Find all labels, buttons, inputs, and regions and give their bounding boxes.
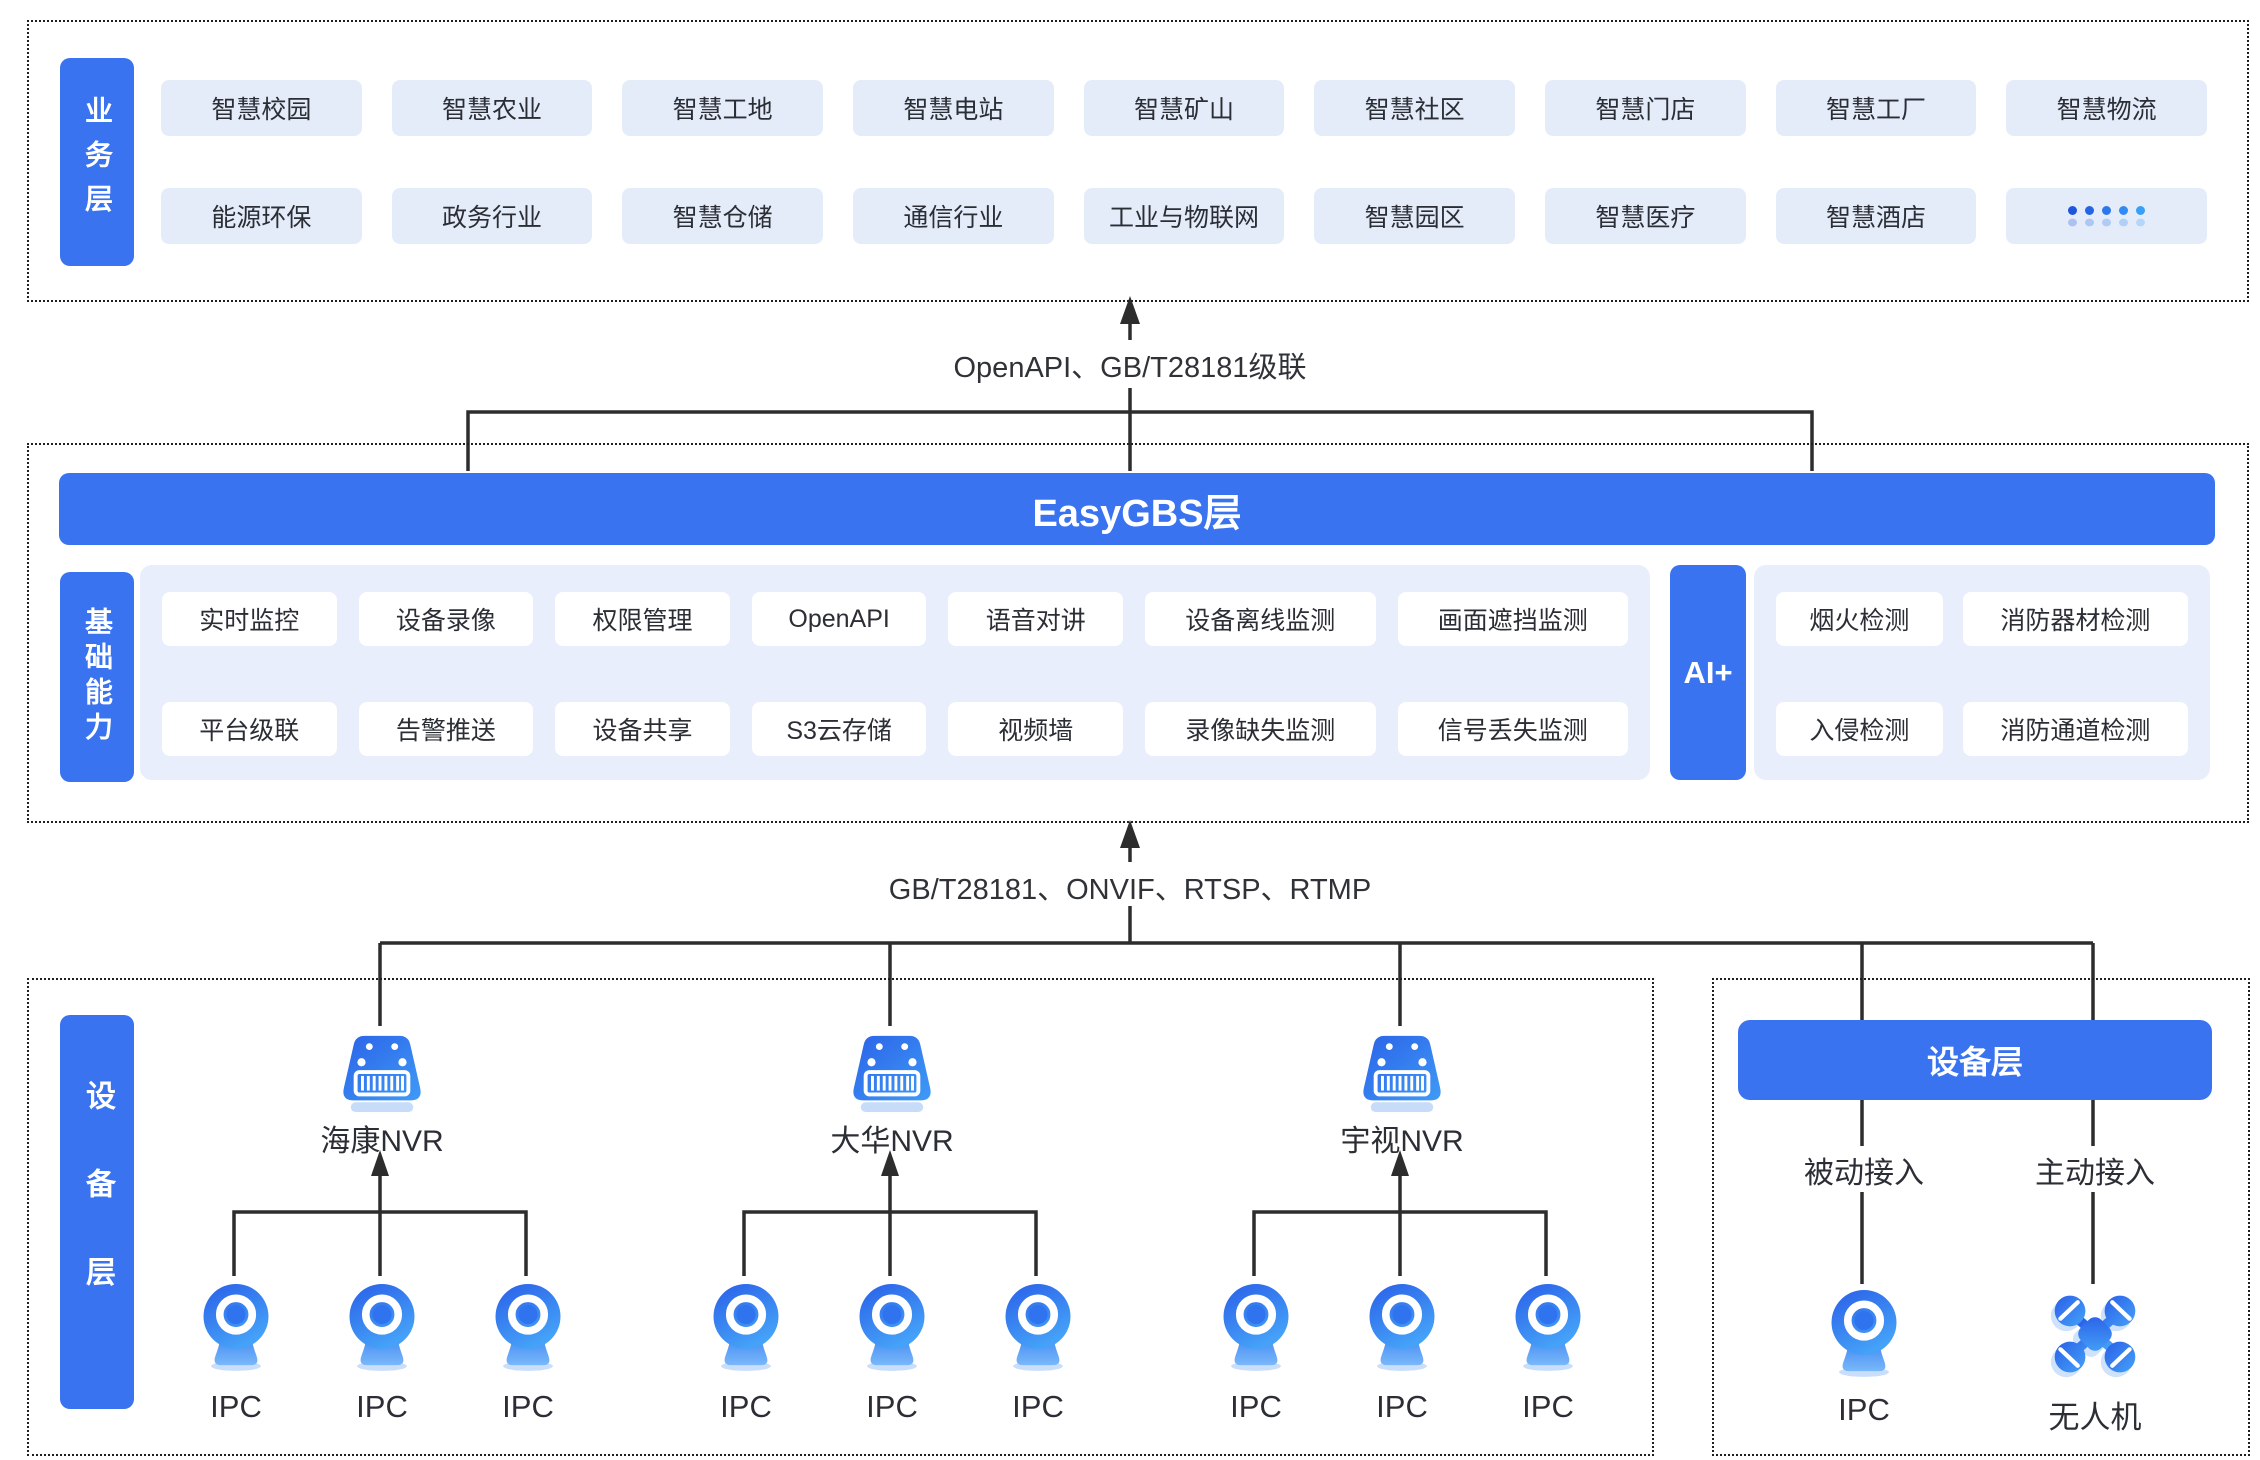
- device-layer-box: 设备层 海康NVR: [27, 978, 1654, 1456]
- capability-chip: 信号丢失监测: [1397, 702, 1628, 756]
- nvr-name: 宇视NVR: [1340, 1125, 1464, 1158]
- easygbs-top-bracket: [466, 410, 1814, 471]
- capability-chip: 权限管理: [555, 592, 730, 646]
- openapi-cascade-link-label: OpenAPI、GB/T28181级联: [953, 352, 1307, 384]
- industry-chip: 智慧矿山: [1083, 80, 1285, 136]
- drone-icon: [1985, 1286, 2205, 1382]
- more-dots-reflection: [2068, 218, 2146, 226]
- industry-chip: 智慧工厂: [1775, 80, 1977, 136]
- passive-device-label: IPC: [1838, 1392, 1890, 1427]
- nvr2-arrowhead: [881, 1150, 899, 1176]
- industry-chip: 智慧园区: [1314, 188, 1515, 244]
- nvr-group-uniview: 宇视NVR IPC IPC IPC: [1202, 1032, 1602, 1432]
- active-device-label: 无人机: [2048, 1400, 2142, 1435]
- capability-chip: 设备离线监测: [1145, 592, 1376, 646]
- ipc-label: IPC: [866, 1389, 918, 1424]
- ipc-row: IPC IPC IPC: [692, 1280, 1092, 1425]
- business-layer-box: 业务层 智慧校园智慧农业智慧工地智慧电站智慧矿山智慧社区智慧门店智慧工厂智慧物流…: [27, 20, 2249, 302]
- ipc-label: IPC: [356, 1389, 408, 1424]
- more-industries-chip: [2006, 188, 2207, 244]
- industry-chip: 能源环保: [161, 188, 362, 244]
- ipc-camera-icon: [193, 1280, 279, 1377]
- nvr-group-dahua: 大华NVR IPC IPC IPC: [692, 1032, 1092, 1432]
- ipc-label: IPC: [720, 1389, 772, 1424]
- ipc-label: IPC: [1012, 1389, 1064, 1424]
- ipc-camera-icon: [703, 1280, 789, 1377]
- basic-capability-label: 基础能力: [60, 572, 134, 782]
- industry-chip: 智慧物流: [2006, 80, 2207, 136]
- capability-chip: 语音对讲: [948, 592, 1124, 646]
- industry-chip: 智慧仓储: [622, 188, 823, 244]
- nvr1-arrowhead: [371, 1150, 389, 1176]
- nvr-name: 海康NVR: [320, 1125, 444, 1158]
- capability-chip: 视频墙: [948, 702, 1124, 756]
- nvr-group-hikvision: 海康NVR IPC IPC IPC: [182, 1032, 582, 1432]
- capability-chip: OpenAPI: [751, 592, 927, 646]
- business-chip-grid: 智慧校园智慧农业智慧工地智慧电站智慧矿山智慧社区智慧门店智慧工厂智慧物流 能源环…: [161, 80, 2207, 244]
- access-device-box: 设备层 被动接入 IPC 主动接入: [1712, 978, 2250, 1456]
- capability-chip: 录像缺失监测: [1145, 702, 1376, 756]
- ipc-label: IPC: [1522, 1389, 1574, 1424]
- more-dots-icon: [2068, 205, 2146, 215]
- capability-panel: 实时监控设备录像权限管理 OpenAPI 语音对讲设备离线监测画面遮挡监测 平台级联…: [140, 565, 1650, 780]
- industry-chip: 智慧酒店: [1775, 188, 1977, 244]
- industry-chip: 工业与物联网: [1083, 188, 1285, 244]
- capability-chip: 实时监控: [162, 592, 337, 646]
- ipc-camera-icon: [1754, 1286, 1974, 1378]
- active-access-label: 主动接入: [2035, 1157, 2155, 1190]
- ipc-camera-icon: [485, 1280, 571, 1377]
- top-arrowhead: [1120, 296, 1140, 324]
- industry-chip: 智慧门店: [1545, 80, 1746, 136]
- ipc-camera-icon: [339, 1280, 425, 1377]
- easygbs-layer-bar: EasyGBS层: [59, 473, 2215, 545]
- device-layer-header: 设备层: [1738, 1020, 2212, 1100]
- capability-chip: 设备录像: [358, 592, 534, 646]
- industry-chip: 智慧医疗: [1545, 188, 1746, 244]
- nvr-name: 大华NVR: [830, 1125, 954, 1158]
- ai-capability-chip: 入侵检测: [1776, 702, 1943, 756]
- ai-capability-panel: 烟火检测 消防器材检测 入侵检测 消防通道检测: [1754, 565, 2210, 780]
- protocol-link-label: GB/T28181、ONVIF、RTSP、RTMP: [888, 874, 1372, 906]
- ai-capability-chip: 烟火检测: [1776, 592, 1943, 646]
- ipc-row: IPC IPC IPC: [1202, 1280, 1602, 1425]
- ipc-label: IPC: [1230, 1389, 1282, 1424]
- device-layer-label: 设备层: [60, 1015, 134, 1409]
- ipc-camera-icon: [849, 1280, 935, 1377]
- capability-chip: 告警推送: [358, 702, 534, 756]
- capability-chip: 设备共享: [555, 702, 730, 756]
- business-layer-label: 业务层: [60, 58, 134, 266]
- industry-chip: 智慧电站: [853, 80, 1054, 136]
- nvr-icon: [844, 1032, 940, 1119]
- nvr-icon: [334, 1032, 430, 1119]
- capability-chip: S3云存储: [751, 702, 927, 756]
- capability-chip: 画面遮挡监测: [1397, 592, 1628, 646]
- ai-plus-label: AI+: [1670, 565, 1746, 780]
- ipc-camera-icon: [1213, 1280, 1299, 1377]
- nvr-icon: [1354, 1032, 1450, 1119]
- ipc-label: IPC: [210, 1389, 262, 1424]
- ipc-camera-icon: [1359, 1280, 1445, 1377]
- ipc-camera-icon: [1505, 1280, 1591, 1377]
- ipc-row: IPC IPC IPC: [182, 1280, 582, 1425]
- industry-chip: 政务行业: [391, 188, 593, 244]
- ipc-camera-icon: [995, 1280, 1081, 1377]
- industry-chip: 智慧农业: [391, 80, 593, 136]
- bottom-arrowhead: [1120, 820, 1140, 848]
- ai-capability-chip: 消防器材检测: [1962, 592, 2188, 646]
- industry-chip: 智慧社区: [1314, 80, 1515, 136]
- industry-chip: 智慧工地: [622, 80, 823, 136]
- passive-access-label: 被动接入: [1804, 1157, 1924, 1190]
- nvr3-arrowhead: [1391, 1150, 1409, 1176]
- industry-chip: 智慧校园: [161, 80, 362, 136]
- capability-chip: 平台级联: [162, 702, 337, 756]
- ipc-label: IPC: [1376, 1389, 1428, 1424]
- ai-capability-chip: 消防通道检测: [1962, 702, 2188, 756]
- industry-chip: 通信行业: [853, 188, 1054, 244]
- platform-layer-box: EasyGBS层 基础能力 实时监控设备录像权限管理 OpenAPI 语音对讲设备离…: [27, 443, 2249, 823]
- ipc-label: IPC: [502, 1389, 554, 1424]
